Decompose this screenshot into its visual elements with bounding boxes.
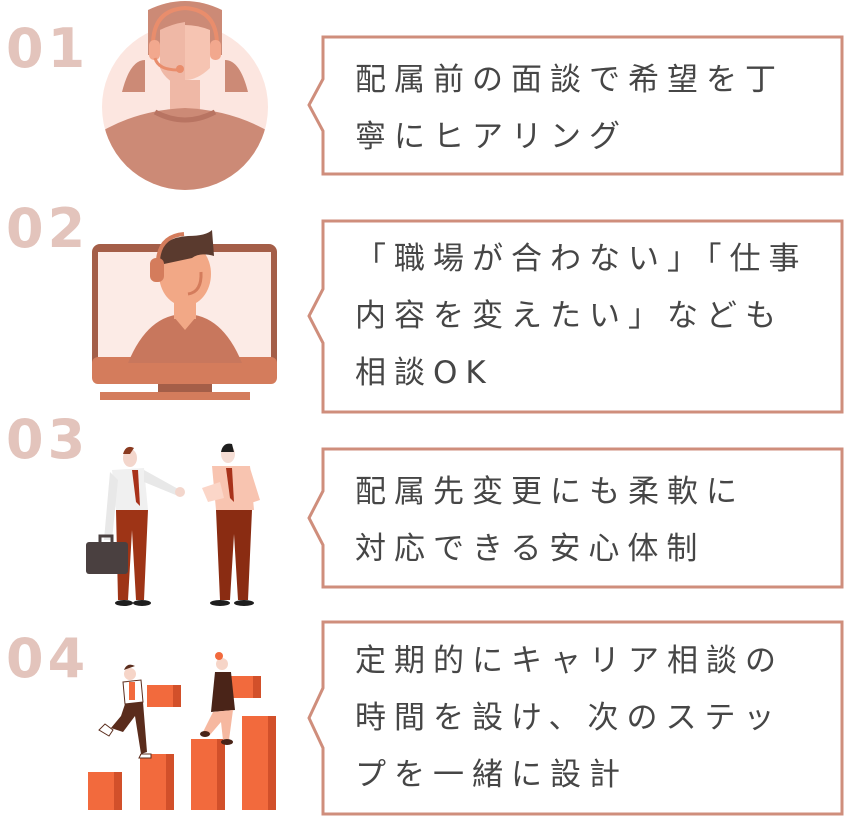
- step-04-text: 定期的にキャリア相談の 時間を設け、次のステッ プを一緒に設計: [355, 643, 784, 793]
- people-climbing-bar-chart-icon: [85, 650, 280, 815]
- step-03-callout: 配属先変更にも柔軟に 対応できる安心体制: [307, 447, 844, 589]
- two-businessmen-talking-icon: [82, 440, 272, 612]
- step-01-callout: 配属前の面談で希望を丁 寧にヒアリング: [307, 35, 844, 176]
- step-number-03: 03: [6, 408, 90, 471]
- step-03-text: 配属先変更にも柔軟に 対応できる安心体制: [355, 474, 745, 567]
- step-02-callout: 「職場が合わない」「仕事 内容を変えたい」なども 相談OK: [307, 219, 844, 414]
- step-04-callout: 定期的にキャリア相談の 時間を設け、次のステッ プを一緒に設計: [307, 620, 844, 816]
- step-number-02: 02: [6, 197, 90, 260]
- step-02-text: 「職場が合わない」「仕事 内容を変えたい」なども 相談OK: [355, 241, 808, 391]
- step-number-04: 04: [6, 627, 90, 690]
- woman-headset-avatar-icon: [100, 0, 270, 192]
- step-number-01: 01: [6, 17, 90, 80]
- step-01-text: 配属前の面談で希望を丁 寧にヒアリング: [355, 62, 784, 155]
- monitor-operator-headset-icon: [88, 222, 283, 407]
